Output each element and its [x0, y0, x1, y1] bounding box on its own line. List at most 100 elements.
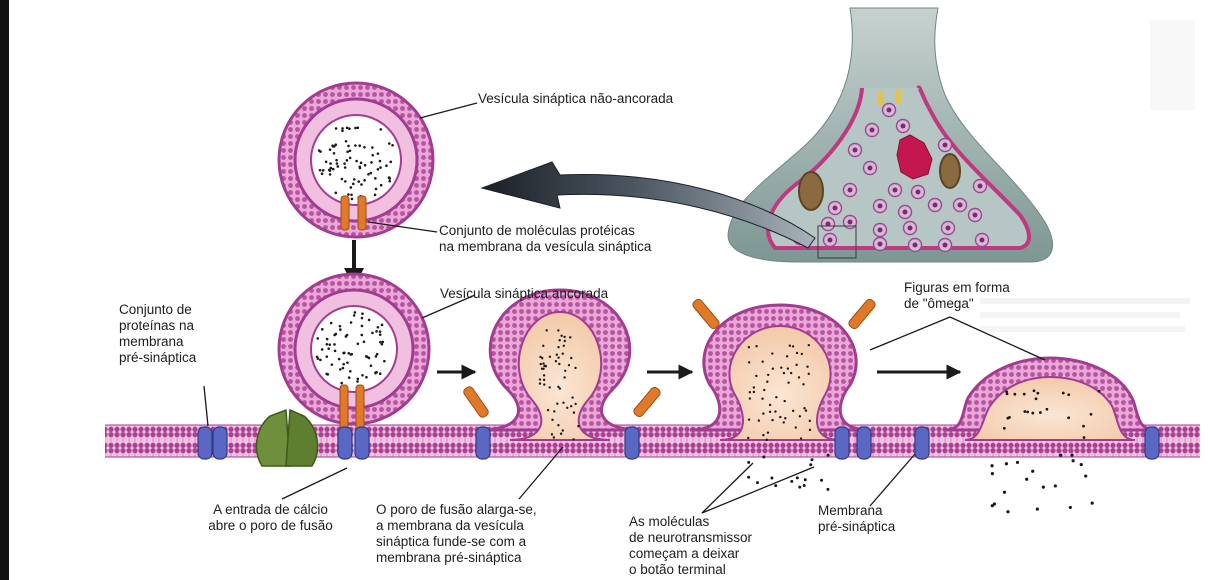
neurotransmitter-dot	[388, 142, 391, 145]
neurotransmitter-dot	[319, 359, 322, 362]
neurotransmitter-dot	[379, 166, 382, 169]
protein-icon	[878, 92, 883, 106]
neurotransmitter-dot	[371, 154, 374, 157]
neurotransmitter-dot	[553, 410, 555, 412]
neurotransmitter-dot	[340, 382, 343, 385]
neurotransmitter-dot	[1070, 454, 1073, 457]
neurotransmitter-dot	[334, 350, 337, 353]
neurotransmitter-dot	[375, 355, 378, 358]
neurotransmitter-dot	[810, 458, 813, 461]
neurotransmitter-dot	[573, 411, 575, 413]
neurotransmitter-dot	[541, 357, 543, 359]
neurotransmitter-dot	[543, 379, 545, 381]
neurotransmitter-dot	[371, 146, 374, 149]
neurotransmitter-dot	[560, 433, 562, 435]
neurotransmitter-dot	[808, 344, 810, 346]
neurotransmitter-dot	[783, 372, 785, 374]
neurotransmitter-dot	[574, 367, 576, 369]
neurotransmitter-dot	[557, 424, 559, 426]
neurotransmitter-dot	[363, 146, 366, 149]
neurotransmitter-dot	[354, 127, 357, 130]
neurotransmitter-dot	[1016, 461, 1019, 464]
neurotransmitter-dot	[555, 360, 557, 362]
neurotransmitter-dot	[326, 373, 329, 376]
neurotransmitter-dot	[348, 127, 351, 130]
neurotransmitter-dot	[316, 356, 319, 359]
neurotransmitter-dot	[553, 436, 555, 438]
neurotransmitter-dot	[766, 439, 768, 441]
small-vesicle-core	[853, 148, 858, 153]
neurotransmitter-dot	[796, 352, 798, 354]
neurotransmitter-dot	[334, 192, 337, 195]
neurotransmitter-dot	[543, 383, 545, 385]
neurotransmitter-dot	[333, 152, 336, 155]
neurotransmitter-dot	[364, 164, 367, 167]
neurotransmitter-dot	[762, 456, 765, 459]
small-vesicle-core	[887, 108, 892, 113]
neurotransmitter-dot	[786, 355, 788, 357]
small-vesicle-core	[958, 203, 963, 208]
neurotransmitter-dot	[356, 380, 359, 383]
neurotransmitter-dot	[803, 407, 805, 409]
neurotransmitter-dot	[375, 188, 378, 191]
neurotransmitter-dot	[360, 183, 363, 186]
small-vesicle-core	[878, 242, 883, 247]
neurotransmitter-dot	[343, 162, 346, 165]
neurotransmitter-dot	[374, 177, 377, 180]
neurotransmitter-dot	[762, 434, 764, 436]
vesicle-protein-icon	[341, 196, 349, 230]
neurotransmitter-dot	[346, 159, 349, 162]
neurotransmitter-dot	[1003, 491, 1006, 494]
neurotransmitter-dot	[564, 370, 566, 372]
neurotransmitter-dot	[748, 418, 750, 420]
neurotransmitter-dot	[566, 407, 568, 409]
neurotransmitter-dot	[806, 366, 808, 368]
neurotransmitter-dot	[381, 324, 384, 327]
channel-protein-icon	[338, 427, 352, 459]
neurotransmitter-dot	[560, 335, 562, 337]
neurotransmitter-dot	[991, 472, 994, 475]
neurotransmitter-dot	[769, 404, 771, 406]
neurotransmitter-dot	[349, 370, 352, 373]
neurotransmitter-dot	[769, 411, 771, 413]
small-vesicle-core	[946, 226, 951, 231]
neurotransmitter-dot	[574, 403, 576, 405]
neurotransmitter-dot	[542, 345, 544, 347]
neurotransmitter-dot	[365, 355, 368, 358]
neurotransmitter-dot	[358, 165, 361, 168]
neurotransmitter-dot	[1082, 425, 1085, 428]
neurotransmitter-dot	[354, 311, 357, 314]
neurotransmitter-dot	[346, 361, 349, 364]
neurotransmitter-dot	[775, 396, 777, 398]
neurotransmitter-dot	[375, 330, 378, 333]
neurotransmitter-dot	[792, 410, 794, 412]
neurotransmitter-dot	[1069, 506, 1072, 509]
neurotransmitter-dot	[369, 172, 372, 175]
neurotransmitter-dot	[790, 480, 793, 483]
neurotransmitter-dot	[557, 346, 559, 348]
small-vesicle-core	[943, 143, 948, 148]
neurotransmitter-dot	[388, 180, 391, 183]
neurotransmitter-dot	[774, 484, 777, 487]
neurotransmitter-dot	[800, 437, 802, 439]
label-presynaptic-membrane: Membrana pré-sináptica	[818, 503, 895, 535]
neurotransmitter-dot	[770, 477, 773, 480]
neurotransmitter-dot	[551, 433, 553, 435]
neurotransmitter-dot	[766, 380, 768, 382]
neurotransmitter-dot	[370, 364, 373, 367]
small-vesicle-core	[943, 243, 948, 248]
neurotransmitter-dot	[747, 461, 750, 464]
neurotransmitter-dot	[563, 345, 565, 347]
neurotransmitter-dot	[346, 126, 349, 129]
vesicle-protein-icon	[340, 385, 348, 431]
neurotransmitter-dot	[563, 376, 565, 378]
neurotransmitter-dot	[547, 409, 549, 411]
neurotransmitter-dot	[558, 339, 560, 341]
vesicle-protein-icon	[358, 196, 366, 230]
neurotransmitter-dot	[1031, 470, 1034, 473]
neurotransmitter-dot	[355, 160, 358, 163]
small-vesicle-core	[916, 190, 921, 195]
neurotransmitter-dot	[354, 144, 357, 147]
neurotransmitter-dot	[749, 391, 751, 393]
neurotransmitter-dot	[371, 332, 374, 335]
